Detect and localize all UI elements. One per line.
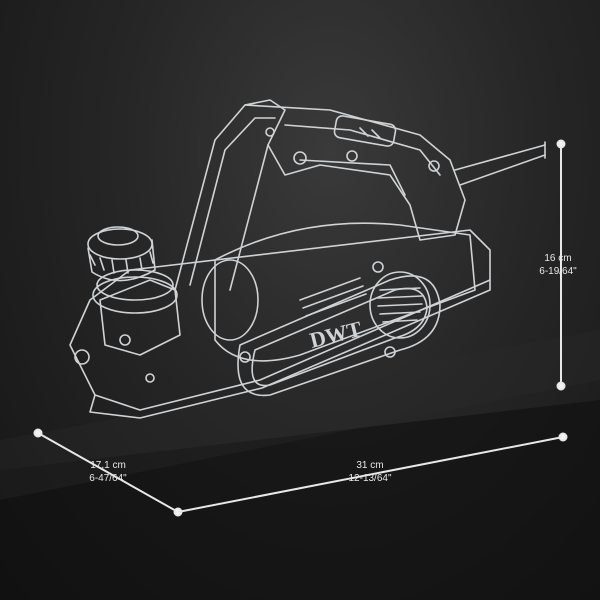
planer-drawing-icon <box>69 99 546 419</box>
width-dimension-line <box>177 432 568 513</box>
depth-label: 17,1 cm 6-47/64" <box>68 459 148 485</box>
height-imperial: 6-19/64" <box>539 266 577 277</box>
width-label: 31 cm 12-13/64" <box>330 459 410 485</box>
height-metric: 16 cm <box>544 253 572 264</box>
depth-metric: 17,1 cm <box>90 460 126 471</box>
height-label: 16 cm 6-19/64" <box>528 252 588 278</box>
depth-imperial: 6-47/64" <box>89 473 127 484</box>
width-imperial: 12-13/64" <box>348 473 392 484</box>
width-metric: 31 cm <box>356 460 384 471</box>
height-dimension-line <box>556 139 566 391</box>
